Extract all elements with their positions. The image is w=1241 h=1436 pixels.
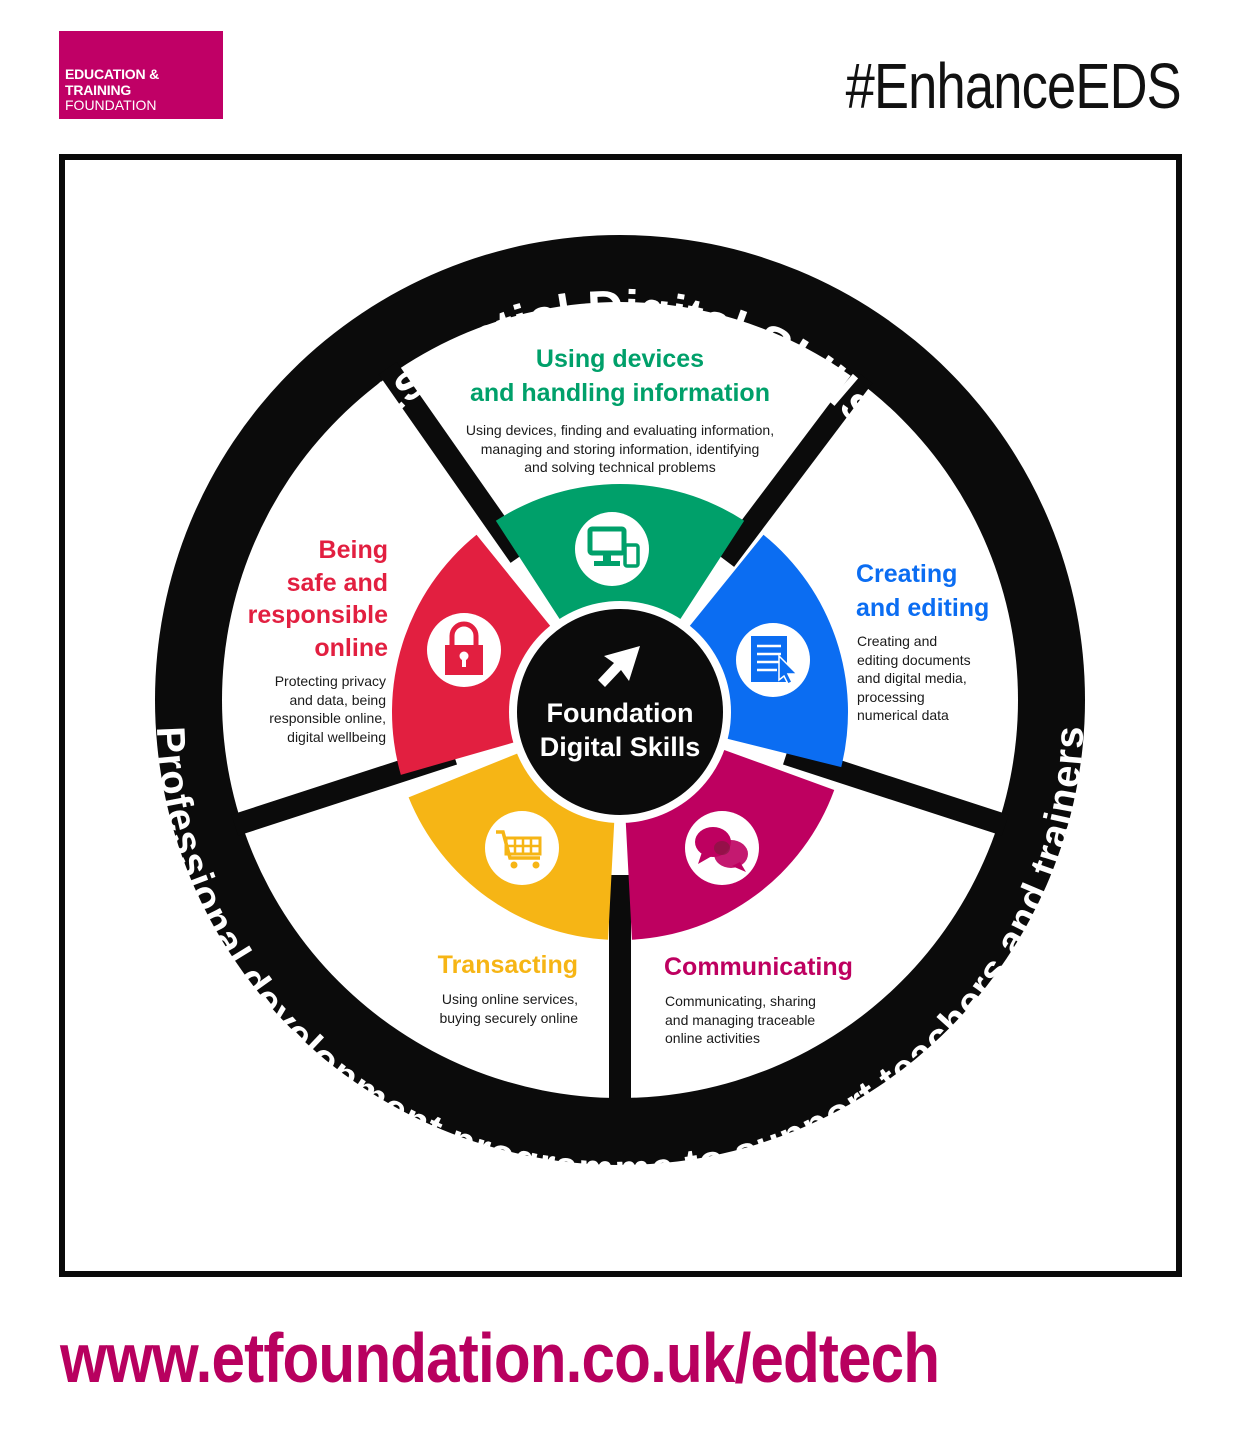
desc-devices: Using devices, finding and evaluating in…	[440, 421, 800, 477]
title-safe-line2: safe and	[286, 568, 388, 597]
desc-creating-line2: editing documents	[857, 651, 971, 668]
desc-communicating: Communicating, sharing and managing trac…	[665, 992, 865, 1048]
desc-safe-line2: and data, being	[289, 691, 386, 708]
spoke-right	[783, 743, 1009, 836]
desc-transacting: Using online services, buying securely o…	[380, 990, 578, 1027]
wheel-spokes	[231, 361, 1009, 1105]
title-safe-line1: Being	[318, 536, 388, 564]
desc-creating-line4: processing	[857, 688, 925, 705]
desc-creating: Creating and editing documents and digit…	[857, 632, 1017, 725]
document-cursor-icon	[736, 623, 810, 697]
title-creating: Creating and editing	[856, 557, 1026, 625]
desc-safe: Protecting privacy and data, being respo…	[214, 672, 386, 746]
desc-creating-line3: and digital media,	[857, 670, 967, 686]
desc-devices-line1: Using devices, finding and evaluating in…	[465, 422, 775, 438]
desc-creating-line5: numerical data	[857, 707, 949, 723]
padlock-icon	[427, 613, 501, 687]
spoke-top-right	[716, 369, 873, 567]
center-circle	[517, 609, 723, 815]
spoke-top-left	[378, 361, 529, 563]
computer-monitor-phone-icon	[575, 512, 649, 586]
title-communicating: Communicating	[664, 950, 894, 984]
desc-communicating-line3: online activities	[665, 1030, 760, 1046]
desc-devices-line2: managing and storing information, identi…	[480, 440, 760, 457]
center-line2: Digital Skills	[540, 732, 701, 762]
title-creating-line2: and editing	[856, 594, 990, 622]
desc-transacting-line1: Using online services,	[441, 991, 578, 1007]
hashtag: #EnhanceEDS	[845, 50, 1182, 122]
speech-bubbles-icon	[685, 811, 759, 885]
title-devices-line1: Using devices	[535, 345, 705, 373]
title-devices: Using devices and handling information	[440, 342, 800, 410]
title-safe-line3: responsible	[247, 601, 388, 629]
title-creating-line1: Creating	[856, 560, 958, 588]
diagram-frame	[59, 154, 1182, 1277]
logo-line1: EDUCATION & TRAINING	[65, 66, 159, 98]
etf-logo: EDUCATION & TRAINING FOUNDATION	[59, 31, 223, 119]
desc-communicating-line2: and managing traceable	[665, 1011, 816, 1028]
title-devices-line2: and handling information	[470, 379, 770, 407]
desc-creating-line1: Creating and	[857, 633, 938, 649]
desc-safe-line4: digital wellbeing	[287, 728, 386, 745]
title-transacting: Transacting	[380, 948, 578, 982]
title-safe-line4: online	[314, 633, 388, 662]
title-communicating-line1: Communicating	[664, 953, 853, 981]
desc-safe-line3: responsible online,	[269, 710, 386, 726]
desc-communicating-line1: Communicating, sharing	[665, 993, 816, 1009]
center-line1: Foundation	[547, 698, 694, 728]
desc-devices-line3: and solving technical problems	[524, 459, 716, 475]
logo-line2: FOUNDATION	[65, 97, 157, 113]
foundation-url[interactable]: www.etfoundation.co.uk/edtech	[60, 1319, 940, 1397]
desc-safe-line1: Protecting privacy	[274, 673, 386, 689]
cursor-arrow-icon	[598, 646, 640, 687]
desc-transacting-line2: buying securely online	[439, 1009, 578, 1026]
title-safe: Being safe and responsible online	[200, 534, 388, 664]
title-transacting-line1: Transacting	[437, 951, 578, 979]
shopping-cart-icon	[485, 811, 559, 885]
